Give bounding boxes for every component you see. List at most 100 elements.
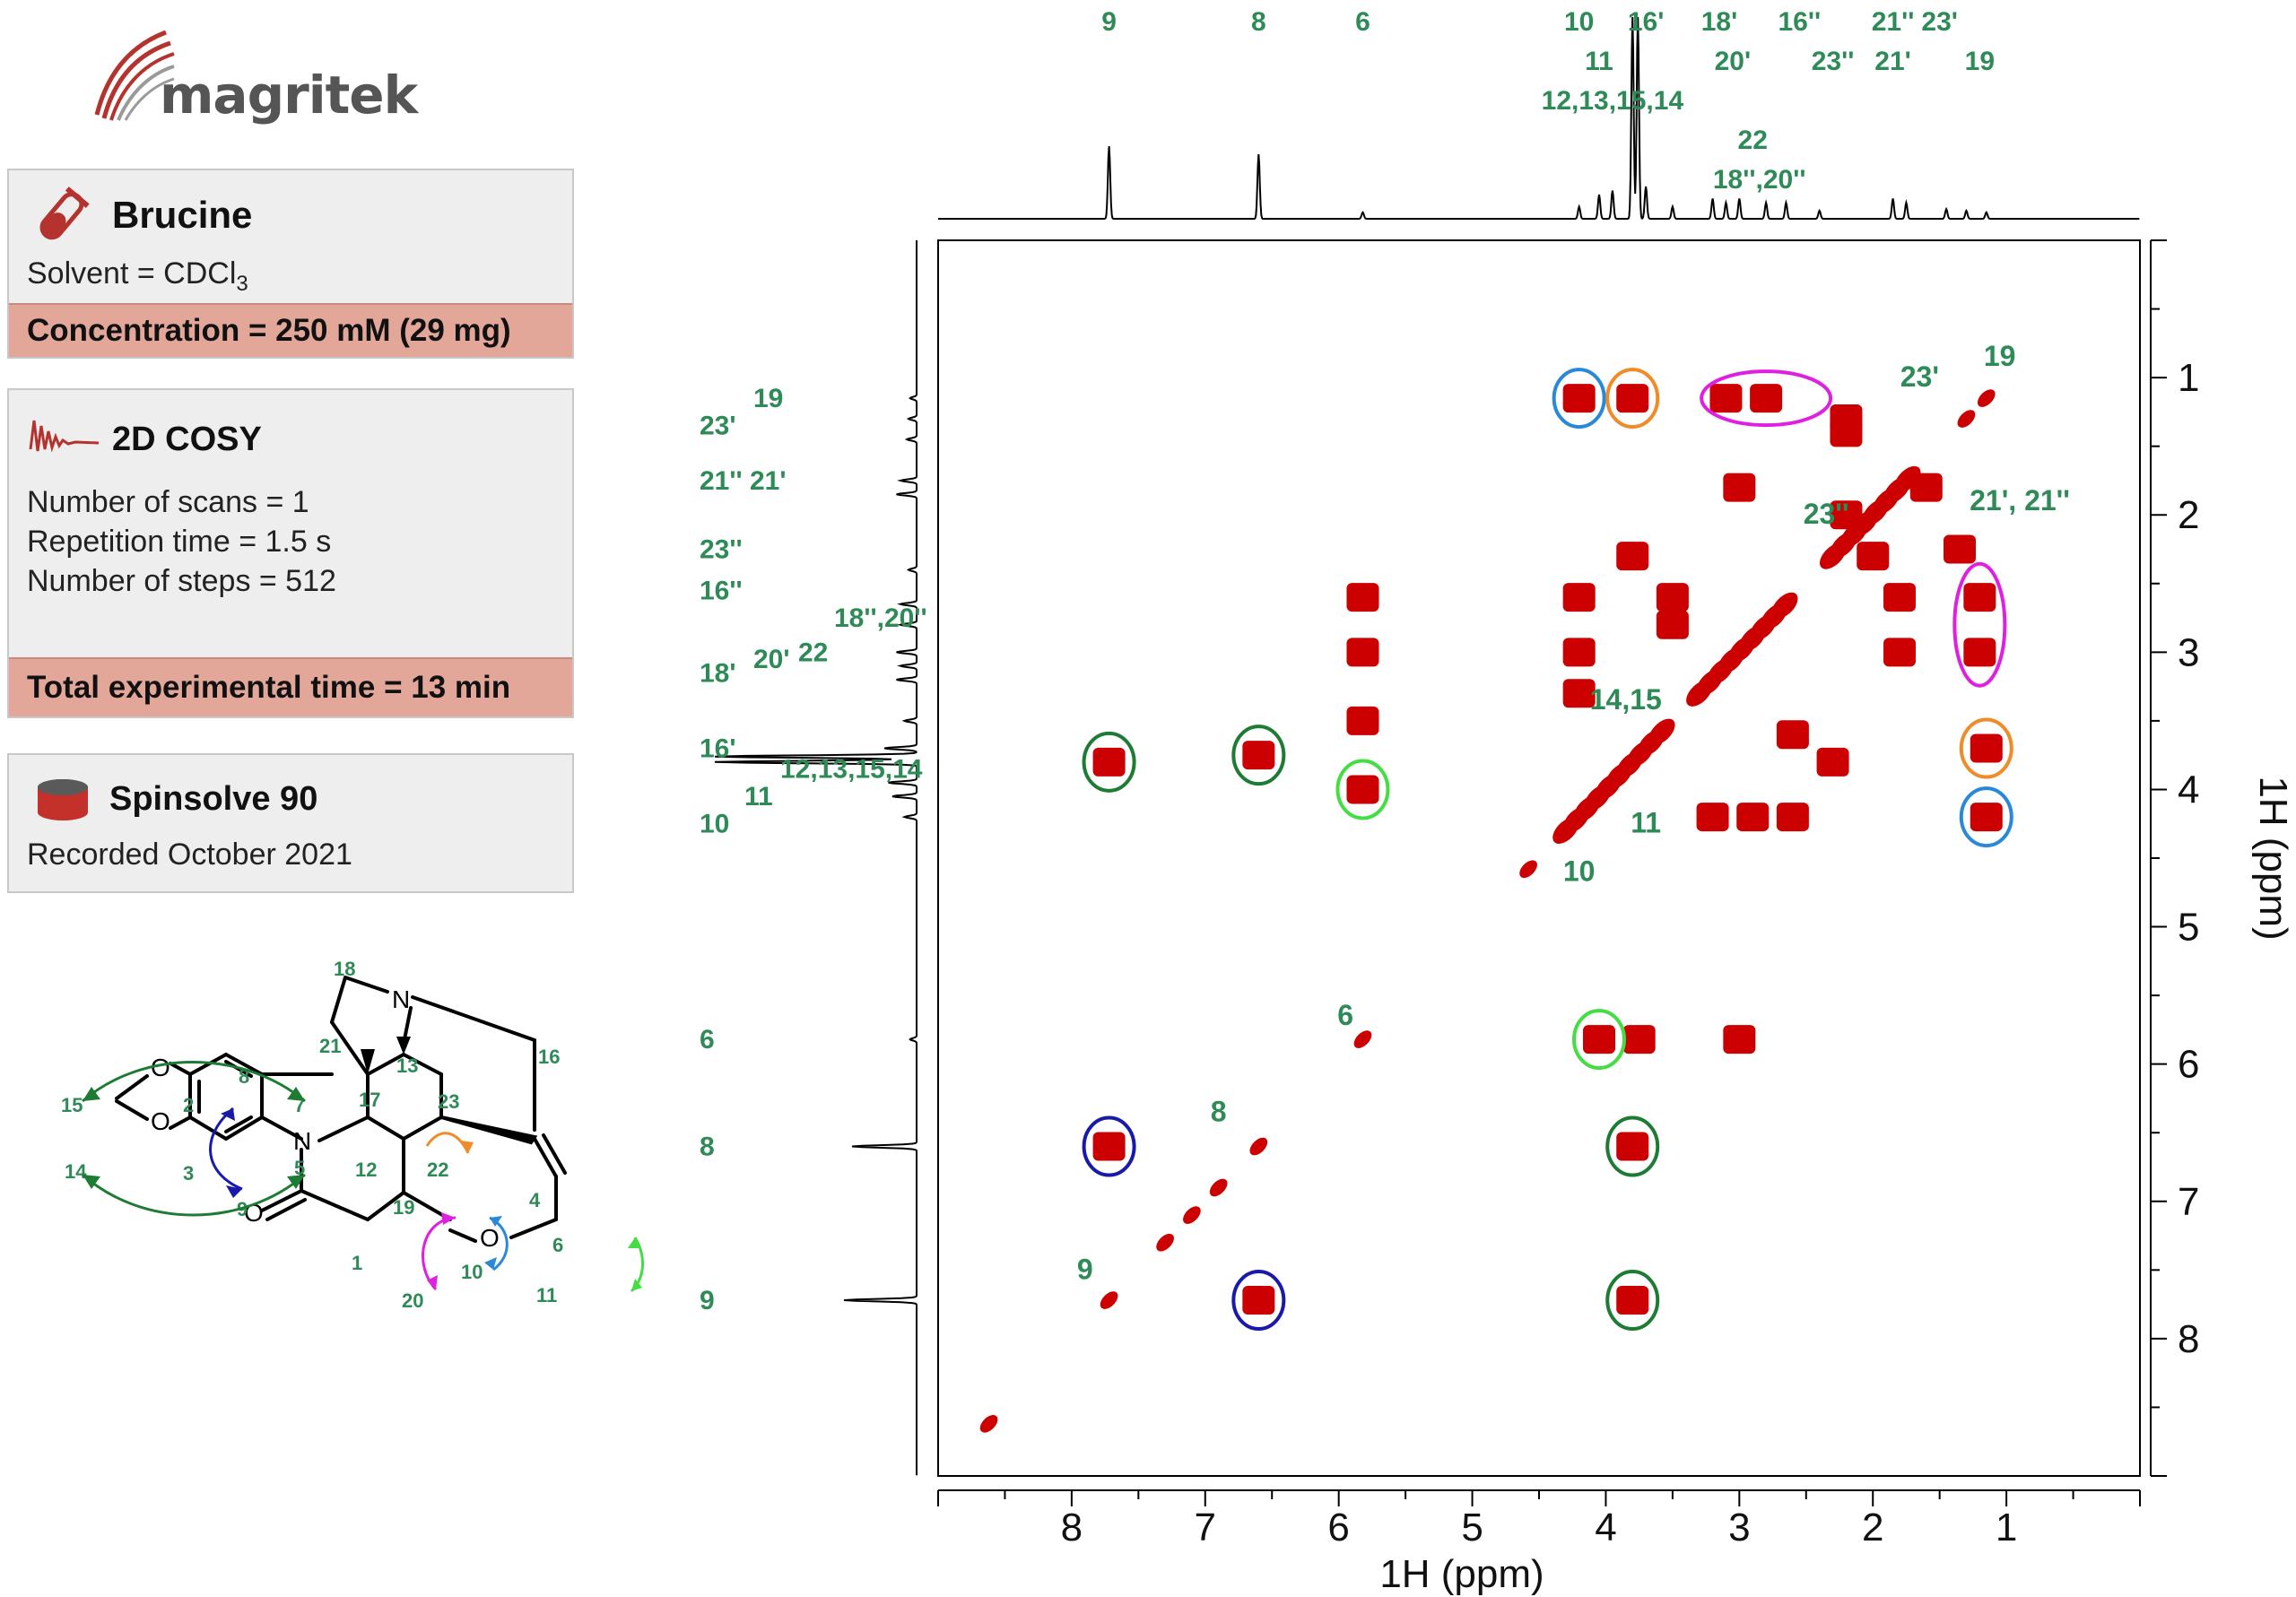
correlation-circle	[1605, 1270, 1660, 1332]
atom-1: 1	[352, 1252, 362, 1274]
cross-peak	[1970, 733, 2003, 763]
left-peak-label: 11	[744, 782, 773, 812]
diagonal-peak	[1519, 860, 1537, 879]
left-peak-label: 10	[700, 810, 729, 839]
diagonal-peak	[1249, 1137, 1268, 1156]
y-tick-label: 8	[2178, 1317, 2199, 1361]
atom-6: 6	[552, 1234, 563, 1256]
plot-frame	[937, 239, 2141, 1477]
diagonal-peak	[1183, 1206, 1201, 1224]
diagonal-peak-band	[1648, 718, 1675, 745]
cross-peak	[1562, 638, 1596, 667]
cross-peak	[1944, 534, 1976, 564]
left-peak-label: 6	[700, 1025, 715, 1055]
diagonal-peak	[1977, 389, 1996, 407]
atom-3: 3	[183, 1162, 194, 1185]
cross-peak	[1092, 747, 1126, 777]
left-peak-label: 8	[700, 1133, 715, 1162]
atom-11: 11	[536, 1284, 557, 1306]
in-plot-peak-label: 23''	[1804, 498, 1849, 530]
left-peak-label: 21'' 21'	[700, 466, 786, 496]
left-peak-label: 16''	[700, 576, 743, 605]
solvent-subscript: 3	[236, 271, 248, 296]
top-1d-projection	[938, 16, 2140, 220]
sample-title: Brucine	[112, 194, 253, 236]
diagonal-peak	[1156, 1233, 1174, 1252]
cross-peak	[1723, 473, 1756, 502]
cross-peak	[1776, 720, 1809, 750]
correlation-circle	[1605, 368, 1660, 430]
in-plot-peak-label: 9	[1077, 1253, 1093, 1285]
atom-n-top: N	[392, 985, 410, 1013]
correlation-circle	[1231, 1270, 1286, 1332]
correlation-circle	[1952, 561, 2007, 688]
cross-peak	[1816, 747, 1849, 777]
x-tick-label: 4	[1595, 1506, 1616, 1549]
cross-peak	[1562, 679, 1596, 708]
x-tick-label: 3	[1728, 1506, 1750, 1549]
correlation-circle	[1700, 369, 1833, 428]
cross-peak	[1776, 803, 1809, 832]
cross-peak	[1970, 803, 2003, 832]
atom-20: 20	[402, 1289, 423, 1312]
left-peak-label: 12,13,15,14	[780, 754, 923, 784]
cross-peak	[1857, 542, 1890, 571]
y-tick-label: 4	[2178, 768, 2199, 812]
atom-18: 18	[334, 958, 355, 980]
total-time-band: Total experimental time = 13 min	[9, 657, 572, 716]
in-plot-peak-label: 6	[1337, 999, 1353, 1031]
top-peak-label: 12,13,15,14	[1542, 86, 1684, 116]
left-1d-projection	[714, 240, 918, 1476]
left-peak-label: 9	[700, 1286, 715, 1315]
correlation-circle	[1572, 1009, 1626, 1071]
cross-peak	[1830, 500, 1863, 530]
y-tick-label: 2	[2178, 493, 2199, 537]
magritek-swoosh-logo	[94, 30, 175, 121]
atom-21: 21	[319, 1035, 341, 1057]
left-peak-label: 23'	[700, 412, 736, 441]
atom-n-lactam: N	[293, 1127, 311, 1155]
cross-peak	[1583, 1025, 1615, 1055]
top-peak-label: 19	[1965, 47, 1995, 76]
instrument-card: Spinsolve 90 Recorded October 2021	[7, 753, 574, 893]
left-peak-label: 20'	[753, 645, 790, 674]
y-tick-label: 5	[2178, 906, 2199, 950]
x-tick-label: 8	[1061, 1506, 1083, 1549]
atom-14: 14	[65, 1160, 87, 1183]
left-peak-label: 18'',20''	[834, 603, 927, 633]
cross-peak	[1656, 583, 1689, 612]
x-tick-label: 1	[1996, 1506, 2017, 1549]
x-tick-label: 6	[1327, 1506, 1349, 1549]
diagonal-peak	[1957, 410, 1976, 428]
in-plot-peak-label: 19	[1984, 340, 2016, 372]
top-peak-label: 11	[1585, 47, 1613, 76]
left-peak-label: 19	[753, 384, 783, 413]
steps-line: Number of steps = 512	[27, 564, 336, 598]
atom-12: 12	[355, 1159, 377, 1181]
y-axis-label: 1H (ppm)	[2251, 776, 2295, 940]
top-peak-label: 22	[1738, 126, 1768, 155]
atom-16: 16	[538, 1046, 560, 1068]
atom-o-ether: O	[480, 1224, 500, 1252]
left-peak-label: 16'	[700, 734, 736, 764]
cross-peak	[1616, 1286, 1649, 1315]
in-plot-peak-label: 21', 21''	[1970, 484, 2070, 516]
in-plot-peak-label: 23'	[1900, 360, 1939, 393]
top-peak-label: 16'	[1628, 7, 1665, 37]
cross-peak	[1709, 384, 1743, 413]
correlation-circle	[1231, 725, 1286, 786]
cross-peak	[1963, 583, 1996, 612]
experiment-card: 2D COSY Number of scans = 1 Repetition t…	[7, 388, 574, 718]
atom-10: 10	[461, 1261, 483, 1283]
brucine-structure: N N O O O O 18 21 17 13 23 16 12 22 4 19…	[61, 958, 645, 1312]
cross-peak	[1736, 803, 1770, 832]
cross-peak	[1963, 638, 1996, 667]
cross-peak	[1242, 741, 1275, 770]
cross-peak	[1616, 1132, 1649, 1161]
scans-line: Number of scans = 1	[27, 485, 309, 519]
top-peak-label: 21'	[1874, 47, 1911, 76]
top-peak-label: 10	[1564, 7, 1594, 37]
correlation-circle	[1082, 1115, 1136, 1177]
cross-peak	[1696, 803, 1729, 832]
left-peak-label: 22	[798, 638, 828, 667]
